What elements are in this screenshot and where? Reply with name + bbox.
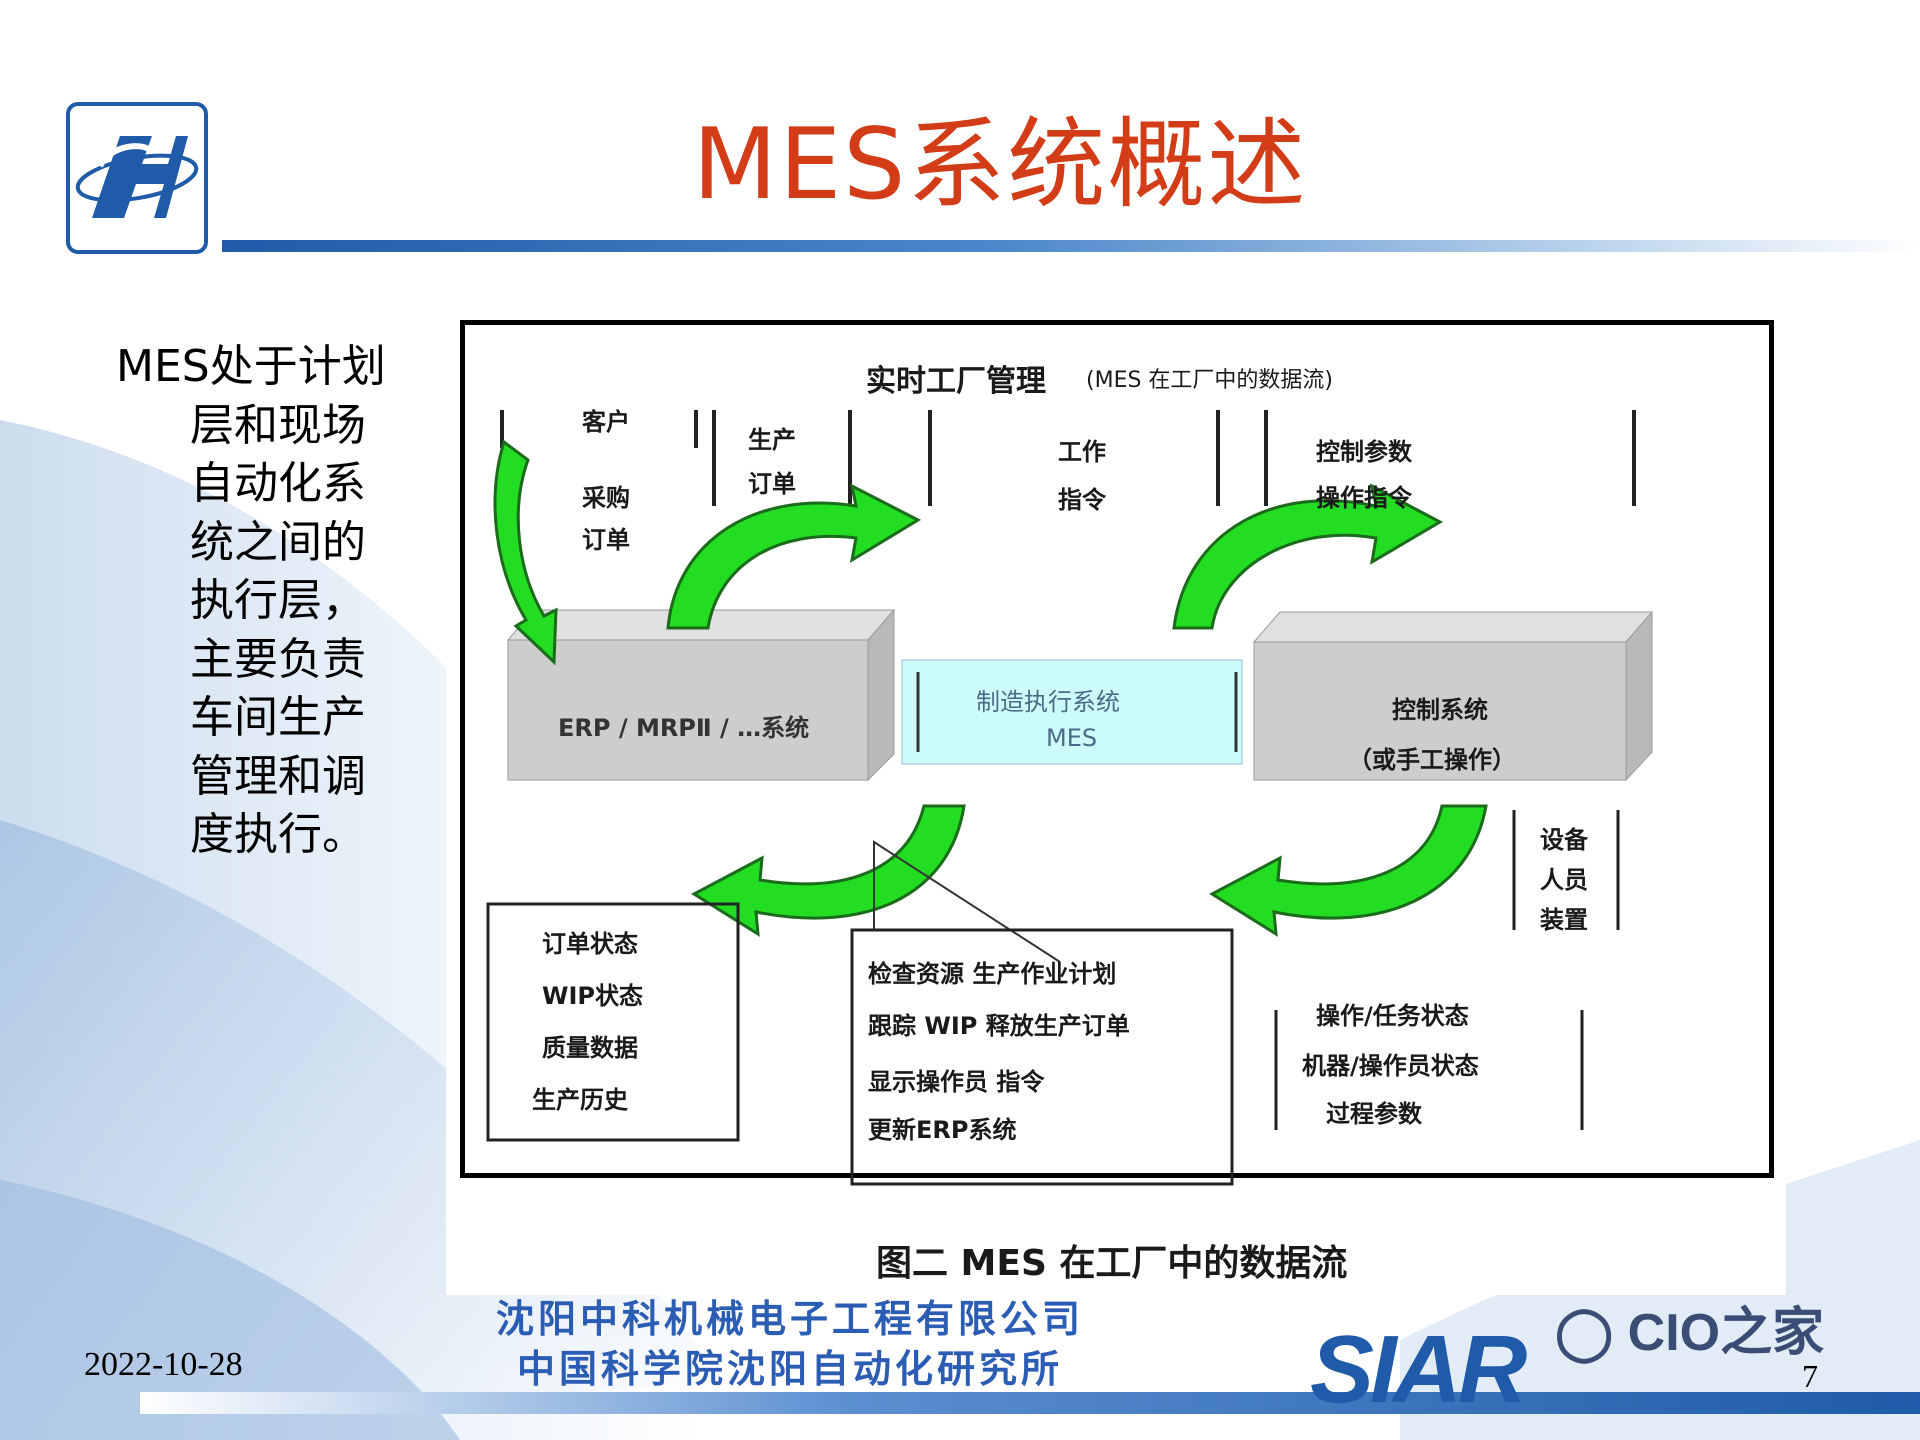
flow-arrows (493, 439, 1488, 937)
left-list-box (486, 902, 740, 1142)
label-ctrl-2: 操作指令 (1316, 484, 1412, 512)
figure-caption: 图二 MES 在工厂中的数据流 (876, 1243, 1348, 1284)
mid-list-item: 更新ERP系统 (868, 1116, 1017, 1144)
body-text: MES处于计划 层和现场 自动化系 统之间的 执行层， 主要负责 车间生产 管理… (116, 338, 396, 865)
page-number: 7 (1802, 1358, 1818, 1394)
mid-list-item: 显示操作员 指令 (868, 1068, 1045, 1096)
organization-name: 沈阳中科机械电子工程有限公司 中国科学院沈阳自动化研究所 (430, 1294, 1150, 1394)
label-prod-order-2: 订单 (748, 470, 796, 498)
left-list-item: WIP状态 (542, 982, 643, 1010)
control-label-2: （或手工操作） (1348, 746, 1516, 774)
right-list-item: 过程参数 (1326, 1100, 1422, 1128)
siar-logo: SIAR (1310, 1330, 1531, 1410)
body-line: 统之间的 (190, 516, 366, 568)
slide-title: MES系统概述 (692, 108, 1308, 222)
body-line: 度执行。 (190, 809, 366, 860)
control-box (1252, 610, 1654, 782)
company-logo (66, 102, 208, 254)
body-line: 管理和调 (190, 750, 366, 802)
body-line: 自动化系 (190, 458, 366, 509)
title-underline (222, 240, 1920, 252)
label-prod-order-1: 生产 (748, 426, 796, 454)
control-label-1: 控制系统 (1392, 696, 1488, 724)
org-line-2: 中国科学院沈阳自动化研究所 (516, 1347, 1063, 1391)
label-work-2: 指令 (1058, 486, 1106, 514)
right-list-item: 操作/任务状态 (1316, 1002, 1469, 1030)
body-line: 车间生产 (190, 692, 366, 743)
body-line: 执行层， (190, 575, 366, 626)
label-purchase-2: 订单 (582, 526, 630, 554)
equip-label-3: 装置 (1540, 906, 1588, 934)
erp-box (506, 608, 896, 782)
org-line-1: 沈阳中科机械电子工程有限公司 (495, 1297, 1084, 1341)
equip-label-1: 设备 (1540, 826, 1588, 854)
slide-date: 2022-10-28 (84, 1346, 243, 1383)
watermark-icon: ◯ (1555, 1304, 1628, 1362)
mid-list-item: 跟踪 WIP 释放生产订单 (868, 1012, 1130, 1040)
mid-list-box (850, 928, 1234, 1186)
svg-text:SIAR: SIAR (1310, 1330, 1527, 1410)
body-line: MES处于计划 (116, 341, 386, 392)
mes-label-2: MES (1046, 724, 1098, 752)
mes-box (901, 659, 1243, 765)
erp-label: ERP / MRPⅡ / …系统 (558, 714, 810, 742)
label-purchase-1: 采购 (582, 484, 630, 512)
left-list-item: 订单状态 (542, 930, 638, 958)
body-line: 层和现场 (190, 399, 366, 451)
left-list-item: 质量数据 (542, 1034, 638, 1062)
figure-graphics (446, 410, 1786, 1295)
footer-bar (140, 1392, 1920, 1414)
mid-list-item: 检查资源 生产作业计划 (868, 960, 1117, 988)
label-work-1: 工作 (1058, 438, 1106, 466)
mes-dataflow-figure: 实时工厂管理 (MES 在工厂中的数据流) 客户 采购 订单 生产 订单 工作 … (446, 310, 1786, 1295)
right-list-item: 机器/操作员状态 (1302, 1052, 1479, 1080)
left-list-item: 生产历史 (532, 1086, 628, 1114)
mes-label-1: 制造执行系统 (976, 688, 1120, 716)
figure-header-note: (MES 在工厂中的数据流) (1086, 368, 1334, 393)
label-ctrl-1: 控制参数 (1316, 438, 1412, 466)
equip-label-2: 人员 (1540, 866, 1588, 894)
label-customer: 客户 (582, 408, 630, 436)
watermark: ◯ CIO之家 (1555, 1304, 1825, 1362)
figure-header: 实时工厂管理 (866, 364, 1046, 399)
body-line: 主要负责 (190, 633, 366, 685)
